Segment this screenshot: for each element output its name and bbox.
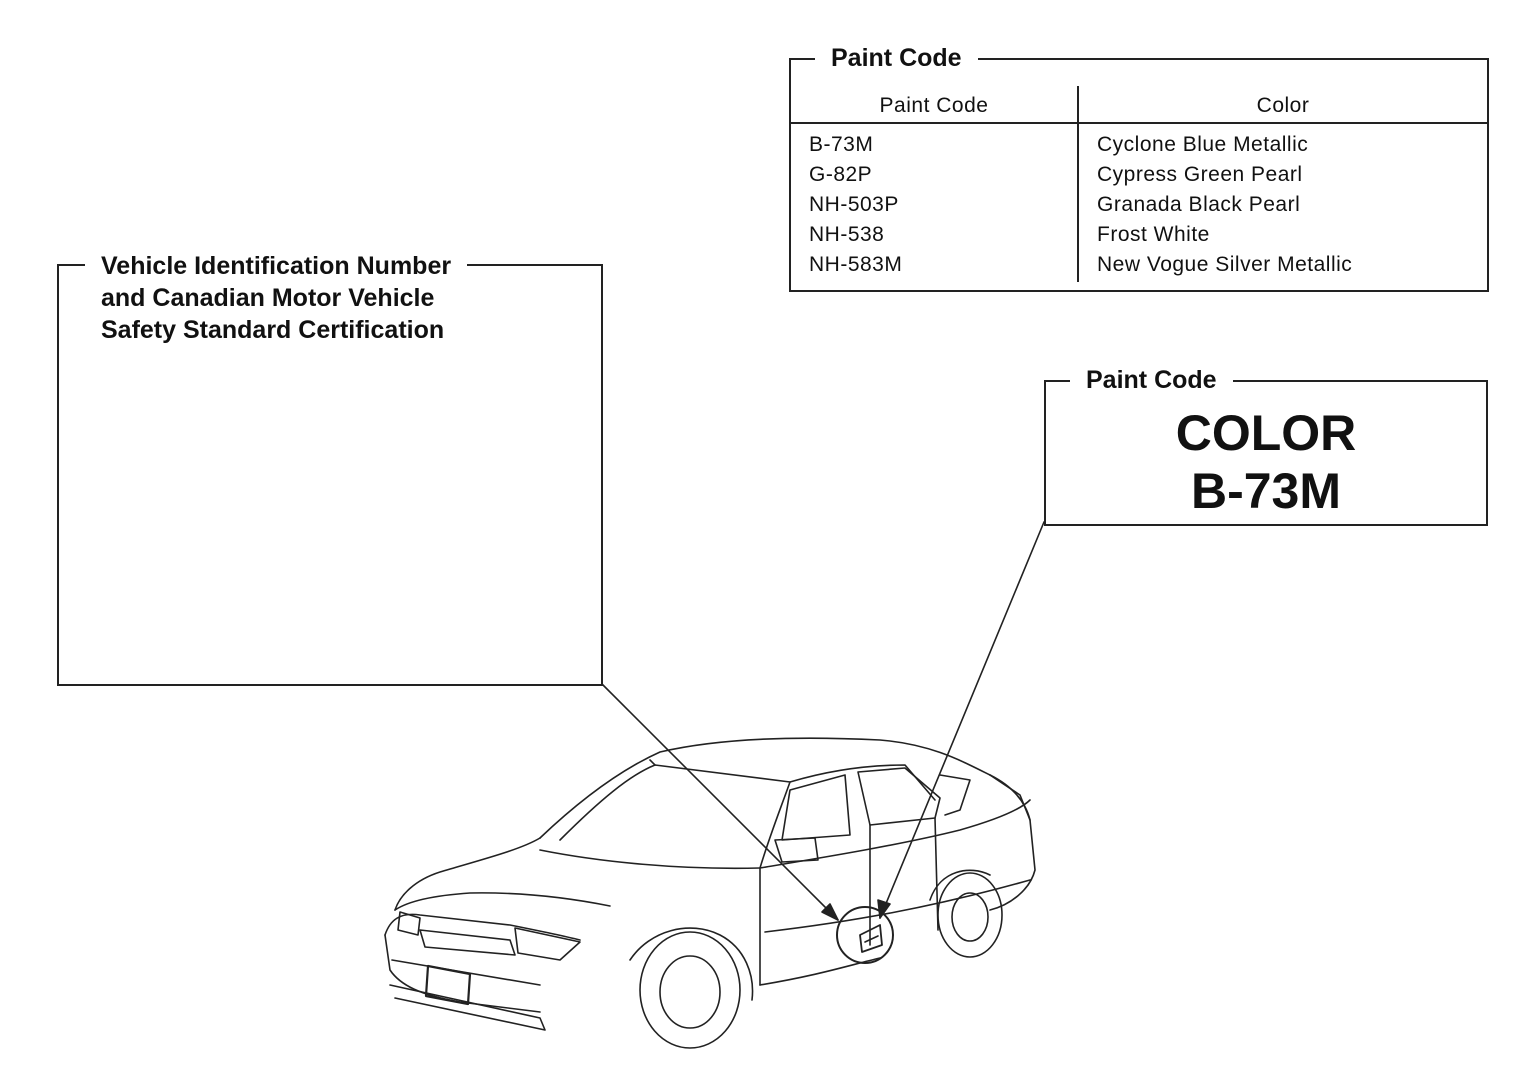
paint-code-cell: B-73M <box>791 123 1079 160</box>
vin-title-line-3: Safety Standard Certification <box>101 316 445 344</box>
paint-code-cell: NH-583M <box>791 250 1079 282</box>
car-illustration <box>384 737 1036 1049</box>
paint-code-cell: NH-538 <box>791 220 1079 250</box>
table-row: NH-503P Granada Black Pearl <box>791 190 1487 220</box>
vin-title-line-2: and Canadian Motor Vehicle <box>101 284 435 312</box>
vin-title-line-1: Vehicle Identification Number <box>101 252 452 280</box>
vin-callout-panel: Vehicle Identification Number and Canadi… <box>57 250 603 686</box>
header-paint-code: Paint Code <box>791 86 1079 124</box>
table-row: NH-583M New Vogue Silver Metallic <box>791 250 1487 282</box>
table-header-row: Paint Code Color <box>791 86 1487 124</box>
paint-label-callout-panel: Paint Code COLOR B-73M <box>1044 366 1488 526</box>
paint-code-table-title: Paint Code <box>815 44 978 72</box>
vin-callout-title: Vehicle Identification Number and Canadi… <box>85 250 468 346</box>
color-cell: Granada Black Pearl <box>1097 193 1301 216</box>
paint-label-color-text: COLOR <box>1175 405 1357 461</box>
color-cell: Frost White <box>1097 223 1210 246</box>
paint-label-code-text: B-73M <box>1190 463 1342 519</box>
color-cell: New Vogue Silver Metallic <box>1097 253 1353 276</box>
color-cell: Cypress Green Pearl <box>1097 163 1303 186</box>
paint-label-callout-title: Paint Code <box>1070 366 1233 394</box>
table-row: B-73M Cyclone Blue Metallic <box>791 123 1487 160</box>
table-row: G-82P Cypress Green Pearl <box>791 160 1487 190</box>
paint-code-table: Paint Code Color B-73M Cyclone Blue Meta… <box>791 86 1487 282</box>
vin-leader-line <box>599 681 839 921</box>
header-color: Color <box>1078 86 1487 124</box>
table-row: NH-538 Frost White <box>791 220 1487 250</box>
paint-code-cell: G-82P <box>791 160 1079 190</box>
color-cell: Cyclone Blue Metallic <box>1097 133 1309 156</box>
paint-code-leader-line <box>877 521 1045 919</box>
paint-code-cell: NH-503P <box>791 190 1079 220</box>
paint-code-table-panel: Paint Code Paint Code Color B-73M Cyclon… <box>789 44 1489 292</box>
